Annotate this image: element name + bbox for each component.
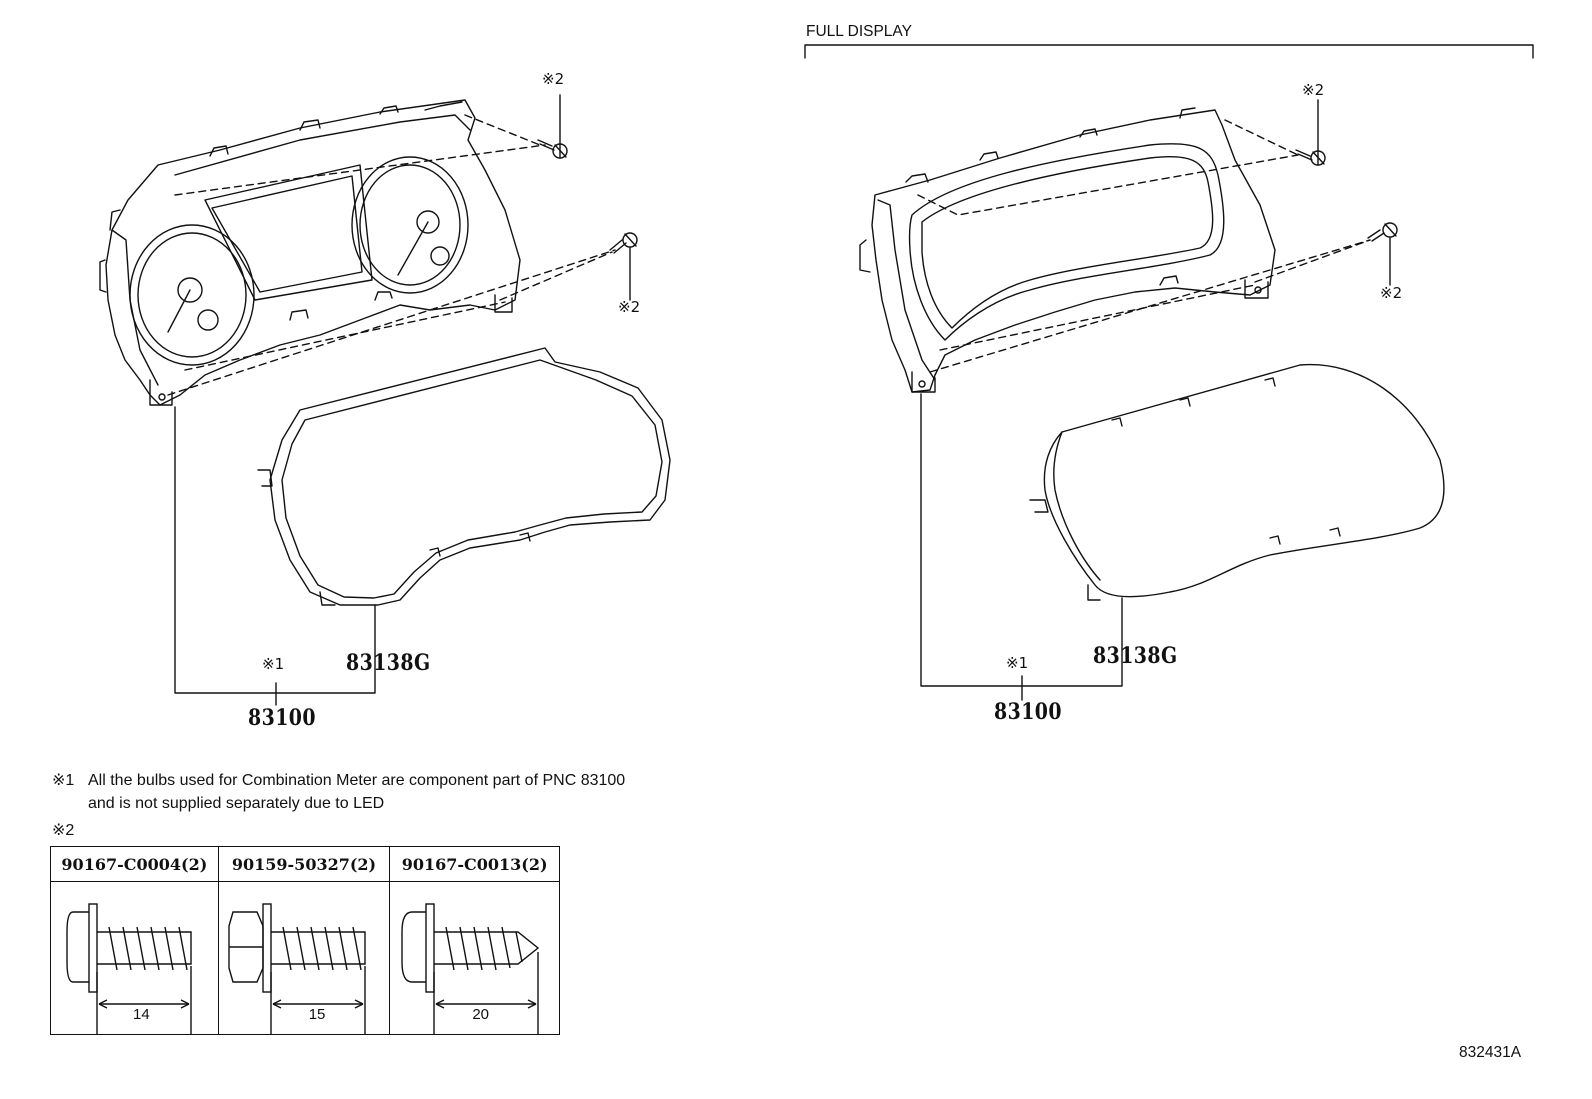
screw-right-upper bbox=[1295, 149, 1326, 166]
callout-right-right: ※2 bbox=[1380, 284, 1403, 302]
screw-flange-head-icon bbox=[66, 903, 192, 1034]
bracket-right bbox=[920, 393, 1123, 687]
leaders-right bbox=[917, 119, 1371, 373]
meter-cover-left bbox=[257, 347, 671, 606]
note1-mark: ※1 bbox=[52, 772, 75, 789]
callout-left-top: ※2 bbox=[542, 70, 565, 88]
fastener-part-3: 90167-C0013(2) bbox=[389, 846, 560, 882]
combination-meter-left bbox=[99, 99, 521, 406]
screw-left-lower bbox=[609, 232, 638, 254]
part-number-meter-right: 83100 bbox=[994, 699, 1062, 725]
tapping-screw-icon bbox=[401, 903, 540, 1034]
figure-id: 832431A bbox=[1459, 1044, 1522, 1061]
meter-cover-right bbox=[1029, 363, 1445, 601]
screw-right-lower bbox=[1367, 222, 1398, 242]
callout-left-right: ※2 bbox=[618, 298, 641, 316]
fastener-drawing-1: 14 bbox=[50, 881, 219, 1035]
callout-right-assy: ※1 bbox=[1006, 654, 1029, 672]
fastener-length-1: 14 bbox=[133, 1006, 150, 1023]
note2-mark: ※2 bbox=[52, 822, 75, 839]
fastener-length-3: 20 bbox=[472, 1006, 489, 1023]
leaders-left bbox=[167, 114, 616, 396]
fastener-drawing-3: 20 bbox=[389, 881, 560, 1035]
fastener-table: 90167-C0004(2) 90159-50327(2) 90167-C001… bbox=[50, 846, 560, 1035]
full-display-bracket bbox=[804, 44, 1534, 59]
note1-line1: All the bulbs used for Combination Meter… bbox=[88, 772, 626, 789]
part-number-cover-left: 83138G bbox=[346, 650, 431, 676]
fastener-length-2: 15 bbox=[308, 1006, 326, 1023]
callout-right-top: ※2 bbox=[1302, 81, 1325, 99]
fastener-part-1: 90167-C0004(2) bbox=[50, 846, 219, 882]
hex-bolt-icon bbox=[228, 903, 366, 1034]
screw-left-upper bbox=[537, 139, 568, 159]
fastener-part-2: 90159-50327(2) bbox=[217, 846, 391, 882]
combination-meter-right bbox=[859, 107, 1276, 393]
part-number-cover-right: 83138G bbox=[1093, 643, 1178, 669]
callout-left-assy: ※1 bbox=[262, 655, 285, 673]
note1-line2: and is not supplied separately due to LE… bbox=[88, 795, 385, 812]
part-number-meter-left: 83100 bbox=[248, 705, 316, 731]
fastener-drawing-2: 15 bbox=[217, 881, 391, 1035]
section-title-full-display: FULL DISPLAY bbox=[806, 23, 912, 40]
bracket-left bbox=[174, 406, 376, 694]
